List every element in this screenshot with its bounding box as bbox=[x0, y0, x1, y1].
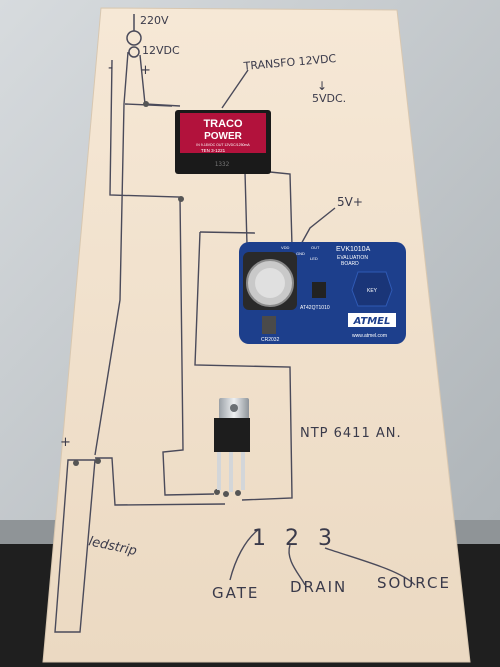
atmel-eval-board: CR2032 VDD OUT GND LED EVK1010A EVALUATI… bbox=[239, 242, 406, 344]
label-ntp: NTP 6411 AN. bbox=[300, 426, 402, 441]
board-name: EVK1010A bbox=[336, 246, 371, 253]
board-brand-logo: ATMEL bbox=[353, 316, 391, 327]
junction-dots bbox=[73, 101, 241, 497]
board-out: OUT bbox=[311, 245, 320, 250]
traco-brand-line1: TRACO bbox=[203, 118, 243, 130]
board-gnd: GND bbox=[296, 251, 305, 256]
mosfet-transistor bbox=[214, 398, 250, 492]
board-url: www.atmel.com bbox=[352, 333, 387, 339]
label-minus: - bbox=[108, 60, 113, 76]
label-5vplus: 5V+ bbox=[337, 195, 363, 209]
board-vdd: VDD bbox=[281, 245, 290, 250]
board-subtitle-1: EVALUATION bbox=[337, 255, 368, 261]
label-drain: DRAIN bbox=[290, 578, 347, 596]
label-pins: 1 2 3 bbox=[252, 526, 338, 551]
circuit-wires bbox=[54, 51, 416, 633]
board-subtitle-2: BOARD bbox=[341, 261, 359, 267]
board-battery-label: CR2032 bbox=[261, 337, 280, 343]
label-plus: + bbox=[140, 63, 151, 78]
label-5vdc: 5VDC. bbox=[312, 92, 346, 105]
label-arrow: ↓ bbox=[317, 79, 327, 93]
traco-spec: IN 9-18VDC OUT 12VDC/1250mA bbox=[196, 143, 250, 147]
traco-code: 1332 bbox=[215, 161, 230, 168]
label-12vdc: 12VDC bbox=[142, 44, 180, 57]
label-source: SOURCE bbox=[377, 574, 451, 592]
board-key: KEY bbox=[367, 288, 378, 294]
board-led: LED bbox=[310, 256, 318, 261]
traco-power-module: TRACO POWER IN 9-18VDC OUT 12VDC/1250mA … bbox=[175, 110, 271, 174]
board-chip: AT42QT1010 bbox=[300, 305, 330, 311]
touch-key-pad bbox=[351, 271, 393, 307]
dc-jack bbox=[126, 14, 142, 58]
label-plus-led: + bbox=[60, 435, 71, 450]
label-gate: GATE bbox=[212, 584, 259, 602]
traco-model: TEN 3-1221 bbox=[201, 148, 226, 153]
traco-brand-line2: POWER bbox=[204, 131, 243, 142]
label-220v: 220V bbox=[140, 14, 169, 27]
